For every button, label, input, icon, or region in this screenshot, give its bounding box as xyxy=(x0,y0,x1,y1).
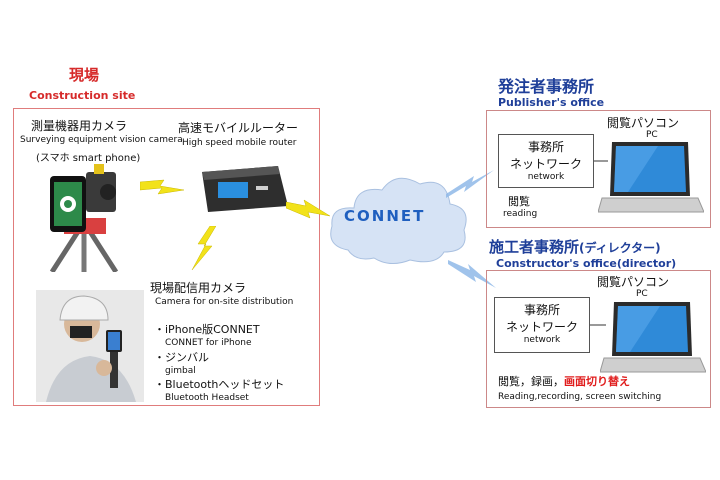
constructor-action-jp: 閲覧，録画， xyxy=(498,375,564,388)
site-title: 現場 xyxy=(69,66,100,84)
publisher-action-en: reading xyxy=(503,209,538,219)
constructor-action-highlight: 画面切り替え xyxy=(564,375,630,388)
publisher-network-jp-1: 事務所 xyxy=(527,140,564,154)
laptop-icon xyxy=(598,142,704,213)
constructor-subtitle: Constructor's office(director) xyxy=(496,257,677,270)
publisher-network-box: 事務所 ネットワーク network xyxy=(498,134,594,188)
router-label-en: High speed mobile router xyxy=(182,138,297,148)
cloud-icon xyxy=(330,177,467,264)
publisher-pc-en: PC xyxy=(646,130,658,140)
site-box xyxy=(13,108,320,406)
connector-line xyxy=(590,324,606,326)
publisher-action-jp: 閲覧 xyxy=(508,195,530,208)
camera-label-jp: 測量機器用カメラ xyxy=(31,119,128,133)
distribution-item-1-en: CONNET for iPhone xyxy=(165,338,252,348)
router-label-jp: 高速モバイルルーター xyxy=(178,121,299,135)
distribution-item-3-jp: ・Bluetoothヘッドセット xyxy=(154,378,285,391)
distribution-item-2-jp: ・ジンバル xyxy=(154,351,209,364)
publisher-pc-jp: 閲覧パソコン xyxy=(607,116,680,130)
distribution-item-1-jp: ・iPhone版CONNET xyxy=(154,323,260,336)
publisher-title: 発注者事務所 xyxy=(498,77,595,96)
distribution-item-2-en: gimbal xyxy=(165,366,196,376)
laptop-icon xyxy=(600,302,706,373)
lightning-icon xyxy=(286,199,330,219)
constructor-action-en: Reading,recording, screen switching xyxy=(498,392,662,402)
publisher-box xyxy=(486,110,711,228)
constructor-pc-jp: 閲覧パソコン xyxy=(597,275,670,289)
lightning-icon xyxy=(446,170,494,198)
constructor-action: 閲覧，録画，画面切り替え xyxy=(498,373,630,389)
publisher-network-jp-2: ネットワーク xyxy=(509,157,582,171)
distribution-label-jp: 現場配信用カメラ xyxy=(150,281,247,295)
constructor-network-en: network xyxy=(523,335,561,345)
constructor-title-jp: 施工者事務所 xyxy=(489,238,580,256)
lightning-icon xyxy=(448,260,496,288)
constructor-network-jp-1: 事務所 xyxy=(523,303,560,317)
person-gimbal-icon xyxy=(36,290,144,402)
constructor-title-paren: (ディレクター) xyxy=(579,241,661,255)
tripod-camera-icon xyxy=(49,164,119,272)
site-subtitle: Construction site xyxy=(29,89,136,102)
connet-logo: CONNET xyxy=(344,207,426,225)
distribution-item-3-en: Bluetooth Headset xyxy=(165,393,249,403)
constructor-network-jp-2: ネットワーク xyxy=(505,320,578,334)
connector-line xyxy=(594,160,608,162)
publisher-subtitle: Publisher's office xyxy=(498,96,605,109)
distribution-label-en: Camera for on-site distribution xyxy=(155,297,294,307)
camera-label-en: Surveying equipment vision camera xyxy=(20,135,183,145)
lightning-icon xyxy=(191,226,216,270)
publisher-network-en: network xyxy=(527,172,565,182)
router-icon xyxy=(202,166,288,212)
constructor-box xyxy=(486,270,711,408)
constructor-title: 施工者事務所(ディレクター) xyxy=(489,236,661,257)
camera-label-phone: (スマホ smart phone) xyxy=(36,153,141,164)
lightning-icon xyxy=(140,179,184,195)
constructor-network-box: 事務所 ネットワーク network xyxy=(494,297,590,353)
constructor-pc-en: PC xyxy=(636,289,648,299)
